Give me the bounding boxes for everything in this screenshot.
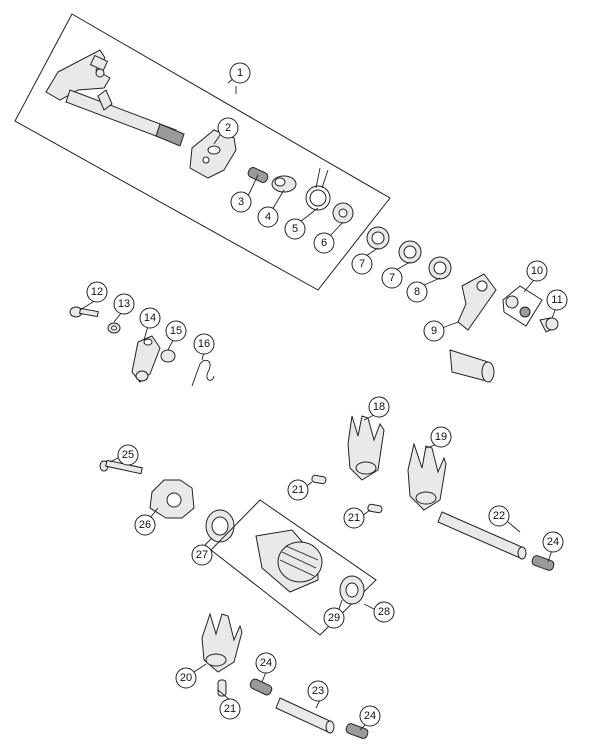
callout-16: 16 bbox=[193, 333, 215, 355]
part-7-bushing-a bbox=[366, 226, 390, 250]
callout-7-a: 7 bbox=[351, 253, 373, 275]
part-16-torsion-spring bbox=[191, 359, 215, 387]
callout-6: 6 bbox=[313, 232, 335, 254]
callout-26: 26 bbox=[134, 514, 156, 536]
callout-21-a: 21 bbox=[287, 479, 309, 501]
part-6-washer bbox=[332, 202, 354, 224]
svg-text:23: 23 bbox=[312, 685, 324, 697]
callout-29: 29 bbox=[323, 607, 345, 629]
svg-text:13: 13 bbox=[118, 298, 130, 310]
callout-8: 8 bbox=[406, 281, 428, 303]
svg-text:27: 27 bbox=[196, 549, 208, 561]
callout-13: 13 bbox=[113, 293, 135, 315]
callout-22: 22 bbox=[488, 505, 510, 527]
part-21-pin-a bbox=[311, 474, 327, 485]
part-29-bearing bbox=[339, 575, 365, 605]
svg-text:2: 2 bbox=[225, 122, 231, 134]
svg-text:19: 19 bbox=[435, 431, 447, 443]
part-28-shift-drum-assembly bbox=[210, 499, 377, 636]
part-24-spring-c bbox=[345, 723, 369, 739]
callout-21-c: 21 bbox=[219, 698, 241, 720]
callout-27: 27 bbox=[191, 544, 213, 566]
callout-7-b: 7 bbox=[381, 267, 403, 289]
callout-4: 4 bbox=[257, 206, 279, 228]
callout-3: 3 bbox=[230, 191, 252, 213]
svg-text:8: 8 bbox=[414, 286, 420, 298]
svg-text:24: 24 bbox=[364, 710, 376, 722]
callout-28: 28 bbox=[373, 601, 395, 623]
callout-20: 20 bbox=[175, 667, 197, 689]
svg-text:24: 24 bbox=[260, 657, 272, 669]
svg-text:22: 22 bbox=[493, 510, 505, 522]
callout-9: 9 bbox=[423, 320, 445, 342]
svg-text:12: 12 bbox=[91, 286, 103, 298]
part-21-pin-b bbox=[367, 503, 383, 514]
part-26-shift-drum-locating bbox=[149, 479, 195, 519]
part-14-locking-lever bbox=[131, 335, 161, 383]
svg-text:16: 16 bbox=[198, 338, 210, 350]
svg-text:26: 26 bbox=[139, 519, 151, 531]
callout-2: 2 bbox=[217, 117, 239, 139]
svg-text:3: 3 bbox=[238, 196, 244, 208]
leader-lines bbox=[79, 72, 557, 731]
callout-15: 15 bbox=[165, 320, 187, 342]
part-18-shift-fork bbox=[347, 415, 385, 481]
svg-text:21: 21 bbox=[224, 703, 236, 715]
callout-19: 19 bbox=[430, 426, 452, 448]
part-24-spring-b bbox=[249, 678, 273, 696]
part-9-shift-lever bbox=[449, 273, 497, 383]
callout-10: 10 bbox=[526, 260, 548, 282]
svg-text:18: 18 bbox=[373, 401, 385, 413]
part-4-sleeve bbox=[271, 175, 297, 193]
svg-text:5: 5 bbox=[292, 223, 298, 235]
callout-18: 18 bbox=[368, 396, 390, 418]
part-15-roller bbox=[160, 349, 176, 363]
part-12-bolt bbox=[69, 306, 99, 318]
callout-12: 12 bbox=[86, 281, 108, 303]
part-22-fork-rail bbox=[437, 511, 527, 560]
svg-text:10: 10 bbox=[531, 265, 543, 277]
part-13-washer bbox=[107, 322, 121, 334]
callout-24-c: 24 bbox=[359, 705, 381, 727]
part-11-bolt bbox=[539, 317, 559, 333]
svg-text:20: 20 bbox=[180, 672, 192, 684]
svg-text:1: 1 bbox=[237, 67, 243, 79]
part-10-bushing-kit bbox=[502, 285, 543, 327]
svg-text:21: 21 bbox=[292, 484, 304, 496]
part-7-bushing-b bbox=[398, 240, 422, 264]
svg-text:29: 29 bbox=[328, 612, 340, 624]
callout-1: 1 bbox=[229, 62, 251, 84]
callout-21-b: 21 bbox=[343, 507, 365, 529]
part-19-shift-fork bbox=[407, 442, 447, 511]
svg-text:11: 11 bbox=[551, 294, 562, 306]
part-24-spring-a bbox=[531, 555, 555, 571]
part-2-shift-plate bbox=[189, 129, 237, 179]
callout-5: 5 bbox=[284, 218, 306, 240]
svg-text:9: 9 bbox=[431, 325, 437, 337]
svg-text:7: 7 bbox=[389, 272, 395, 284]
part-1-shift-shaft bbox=[45, 49, 185, 147]
svg-text:24: 24 bbox=[547, 536, 559, 548]
callout-11: 11 bbox=[546, 289, 568, 311]
callout-24-b: 24 bbox=[255, 652, 277, 674]
svg-text:21: 21 bbox=[348, 512, 360, 524]
part-8-seal-ring bbox=[428, 256, 452, 280]
svg-text:7: 7 bbox=[359, 258, 365, 270]
svg-text:4: 4 bbox=[265, 211, 271, 223]
part-5-spring-clip bbox=[305, 167, 331, 211]
svg-text:14: 14 bbox=[144, 312, 156, 324]
callout-14: 14 bbox=[139, 307, 161, 329]
callout-24-a: 24 bbox=[542, 531, 564, 553]
part-27-bearing bbox=[205, 509, 235, 543]
callout-25: 25 bbox=[117, 444, 139, 466]
assembly-frame-shift-shaft bbox=[14, 13, 391, 291]
svg-text:15: 15 bbox=[170, 325, 182, 337]
callout-23: 23 bbox=[307, 680, 329, 702]
part-23-fork-rail bbox=[275, 697, 335, 734]
part-20-shift-fork bbox=[201, 612, 243, 673]
svg-text:28: 28 bbox=[378, 606, 390, 618]
svg-text:25: 25 bbox=[122, 449, 134, 461]
svg-text:6: 6 bbox=[321, 237, 327, 249]
